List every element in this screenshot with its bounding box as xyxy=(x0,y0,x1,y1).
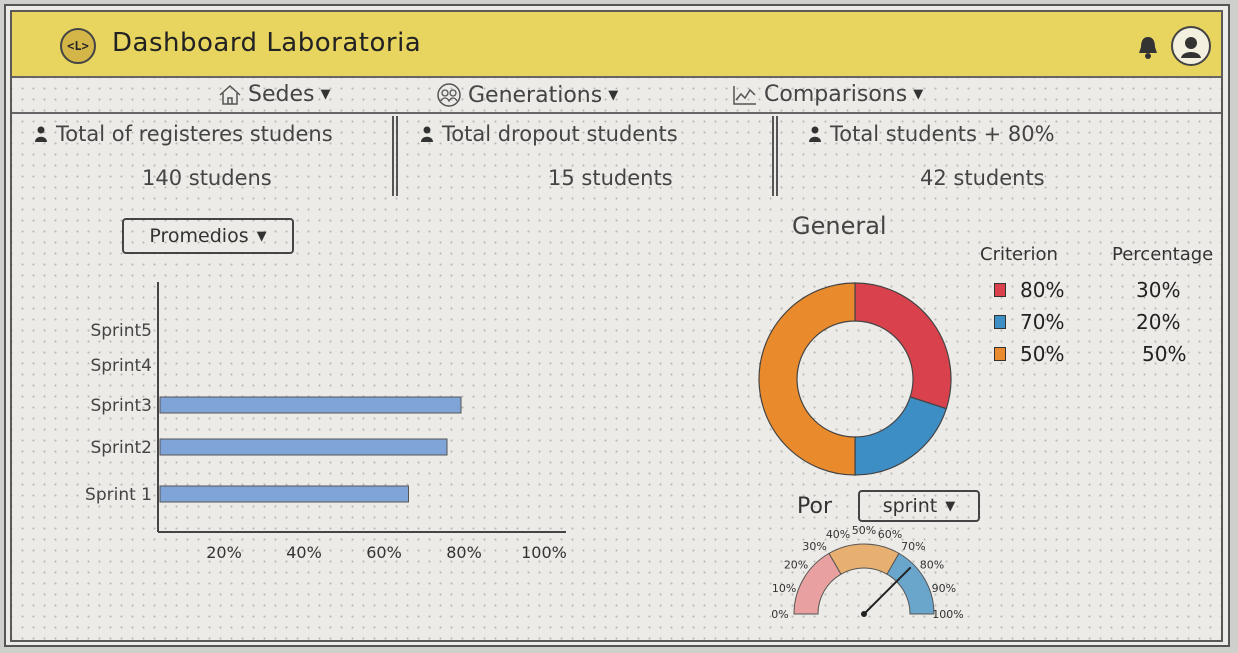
sketch-paper: <L> Dashboard Laboratoria Sedes ▼ Genera… xyxy=(4,4,1230,647)
chevron-down-icon: ▼ xyxy=(913,87,924,102)
averages-dropdown[interactable]: Promedios ▼ xyxy=(122,218,294,254)
sprint-dropdown[interactable]: sprint ▼ xyxy=(858,490,980,522)
por-label: Por xyxy=(797,494,832,519)
y-tick-label: Sprint2 xyxy=(90,438,152,458)
sprint-gauge-chart: 0% 10% 20% 30%40%50%60%70% 80% 90% 100% xyxy=(771,524,963,621)
gauge-tick-label: 80% xyxy=(920,559,944,572)
dashboard-frame: <L> Dashboard Laboratoria Sedes ▼ Genera… xyxy=(10,10,1223,642)
x-tick-label: 80% xyxy=(446,543,482,562)
y-tick-label: Sprint4 xyxy=(90,356,152,376)
user-icon xyxy=(809,126,821,142)
y-tick-label: Sprint3 xyxy=(90,396,152,416)
nav-comparisons-label: Comparisons xyxy=(764,82,908,107)
user-icon xyxy=(421,126,433,142)
stat-dropout-label: Total dropout students xyxy=(442,122,678,146)
stat-dropout-value: 15 students xyxy=(548,166,673,190)
chevron-down-icon: ▼ xyxy=(320,87,331,102)
nav-sedes[interactable]: Sedes ▼ xyxy=(218,82,330,107)
gauge-tick-label: 100% xyxy=(932,608,963,621)
stat-dropout: Total dropout students 15 students xyxy=(420,116,760,194)
main-nav: Sedes ▼ Generations ▼ Comparisons ▼ xyxy=(12,78,1221,114)
averages-dropdown-label: Promedios xyxy=(149,225,249,247)
gauge-band xyxy=(828,543,900,575)
legend-percentage: 30% xyxy=(1136,278,1181,302)
gauge-tick-label: 70% xyxy=(901,540,925,553)
criterion-header: Criterion xyxy=(980,244,1058,265)
stat-over-80-label: Total students + 80% xyxy=(830,122,1055,146)
gauge-tick-label: 20% xyxy=(784,559,808,572)
bar xyxy=(159,396,462,414)
x-tick-label: 20% xyxy=(206,543,242,562)
legend-percentage: 50% xyxy=(1142,342,1187,366)
user-icon xyxy=(35,126,47,142)
chevron-down-icon: ▼ xyxy=(608,87,619,103)
bar xyxy=(159,438,448,456)
legend-percentage: 20% xyxy=(1136,310,1181,334)
sprint-dropdown-label: sprint xyxy=(882,495,938,517)
nav-sedes-label: Sedes xyxy=(248,82,315,107)
x-tick-label: 40% xyxy=(286,543,322,562)
stat-registered-value: 140 studens xyxy=(142,166,272,190)
gauge-needle xyxy=(863,566,912,615)
gauge-pivot xyxy=(861,611,867,617)
percentage-header: Percentage xyxy=(1112,244,1214,265)
gauge-tick-label: 0% xyxy=(771,608,788,621)
page-title: Dashboard Laboratoria xyxy=(112,28,422,58)
gauge-tick-label: 10% xyxy=(772,582,796,595)
gauge-tick-label: 40% xyxy=(826,528,850,541)
stat-registered: Total of registeres studens 140 studens xyxy=(34,116,384,194)
line-chart-icon xyxy=(733,85,756,105)
stat-over-80: Total students + 80% 42 students xyxy=(808,116,1188,194)
donut-slice xyxy=(854,282,952,410)
general-donut-chart xyxy=(758,282,952,476)
chevron-down-icon: ▼ xyxy=(256,228,267,244)
nav-comparisons[interactable]: Comparisons ▼ xyxy=(732,82,923,107)
stat-registered-label: Total of registeres studens xyxy=(56,122,333,146)
donut-slice xyxy=(854,396,948,476)
x-tick-label: 60% xyxy=(366,543,402,562)
stat-over-80-value: 42 students xyxy=(920,166,1045,190)
laboratoria-logo[interactable]: <L> xyxy=(60,28,96,64)
legend-criterion: 70% xyxy=(1020,310,1065,334)
nav-generations[interactable]: Generations ▼ xyxy=(436,82,618,108)
legend-item: 70% xyxy=(994,310,1064,334)
donut-slice xyxy=(758,282,856,476)
y-tick-label: Sprint 1 xyxy=(85,485,152,505)
chevron-down-icon: ▼ xyxy=(945,498,956,514)
nav-generations-label: Generations xyxy=(468,82,603,108)
header: <L> Dashboard Laboratoria xyxy=(12,12,1221,78)
x-tick-label: 100% xyxy=(521,543,567,562)
legend-swatch xyxy=(994,283,1006,297)
home-icon xyxy=(219,84,241,105)
legend-criterion: 50% xyxy=(1020,342,1065,366)
gauge-tick-label: 90% xyxy=(932,582,956,595)
legend-swatch xyxy=(994,315,1006,329)
y-tick-label: Sprint5 xyxy=(90,321,152,341)
user-avatar-icon[interactable] xyxy=(1171,26,1211,66)
bar xyxy=(159,485,409,503)
generations-icon xyxy=(437,83,461,107)
stat-divider xyxy=(772,116,778,196)
bell-icon[interactable] xyxy=(1137,34,1159,60)
gauge-tick-label: 30% xyxy=(802,540,826,553)
stat-divider xyxy=(392,116,398,196)
legend-item: 80% xyxy=(994,278,1064,302)
sprint-bar-chart: Sprint 1 Sprint2 Sprint3 Sprint4 Sprint5 20% 4… xyxy=(85,282,567,562)
gauge-tick-label: 60% xyxy=(878,528,902,541)
general-title: General xyxy=(792,212,887,240)
legend-item: 50% xyxy=(994,342,1064,366)
gauge-tick-label: 50% xyxy=(852,524,876,537)
legend-swatch xyxy=(994,347,1006,361)
legend-criterion: 80% xyxy=(1020,278,1065,302)
